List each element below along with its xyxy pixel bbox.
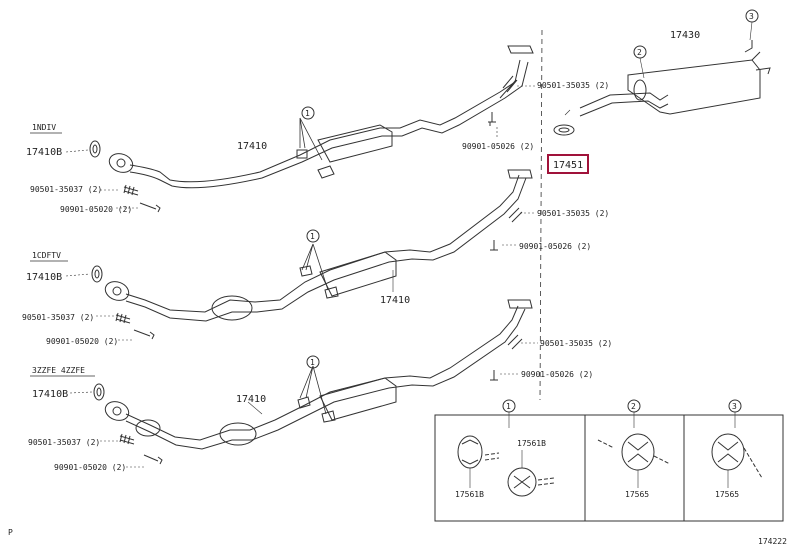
callout-1-mid: 1 <box>310 232 315 241</box>
hanger-17565-b <box>597 433 671 488</box>
hanger-17565-c <box>711 433 763 488</box>
label-top-17410B[interactable]: 17410B <box>26 147 62 158</box>
top-spring <box>123 184 139 196</box>
top-bolt <box>139 202 161 213</box>
mid-bolt <box>133 329 155 340</box>
bot-gasket <box>93 383 105 401</box>
corner-mark: P <box>8 528 13 537</box>
top-gasket <box>89 140 101 158</box>
top-front-pipe <box>108 45 534 189</box>
label-bot-right-90501[interactable]: 90501-35035 (2) <box>540 339 612 348</box>
bot-front-pipe <box>104 299 533 450</box>
label-bot-right-90901[interactable]: 90901-05026 (2) <box>521 370 593 379</box>
bot-bolt <box>143 454 163 465</box>
label-muffler-17430[interactable]: 17430 <box>670 30 700 41</box>
label-top-90501[interactable]: 90501-35037 (2) <box>30 185 102 194</box>
label-hanger-17561B-a[interactable]: 17561B <box>455 490 484 499</box>
label-mid-right-90901[interactable]: 90901-05026 (2) <box>519 242 591 251</box>
callout-1-top: 1 <box>305 109 310 118</box>
callout-1-inset: 1 <box>506 402 511 411</box>
gasket-17451 <box>553 124 575 136</box>
mid-front-pipe <box>104 169 533 322</box>
label-gasket-17451[interactable]: 17451 <box>553 160 583 171</box>
label-mid-90501[interactable]: 90501-35037 (2) <box>22 313 94 322</box>
callout-1-bot: 1 <box>310 358 315 367</box>
bot-spring <box>119 433 135 445</box>
label-top-right-90901[interactable]: 90901-05026 (2) <box>462 142 534 151</box>
rear-muffler <box>579 40 771 117</box>
label-mid-right-90501[interactable]: 90501-35035 (2) <box>537 209 609 218</box>
section-title-3: 3ZZFE 4ZZFE <box>32 366 85 375</box>
hanger-17561B-a <box>457 435 500 488</box>
label-top-right-90501[interactable]: 90501-35035 (2) <box>537 81 609 90</box>
labels: 1NDIV 1CDFTV 3ZZFE 4ZZFE 17410 17410B 90… <box>8 12 787 546</box>
callout-2-inset: 2 <box>631 402 636 411</box>
callout-2-muffler: 2 <box>637 48 642 57</box>
section-title-1: 1NDIV <box>32 123 56 132</box>
highlight-17451[interactable] <box>547 154 589 174</box>
diagram-id: 174222 <box>758 537 787 546</box>
label-bot-90901[interactable]: 90901-05020 (2) <box>54 463 126 472</box>
callout-3-inset: 3 <box>732 402 737 411</box>
label-bot-17410B[interactable]: 17410B <box>32 389 68 400</box>
hanger-17561B-b <box>507 450 555 497</box>
label-bot-90501[interactable]: 90501-35037 (2) <box>28 438 100 447</box>
callout-3-muffler: 3 <box>749 12 754 21</box>
section-title-2: 1CDFTV <box>32 251 61 260</box>
label-mid-17410CB[interactable]: 17410B <box>26 272 62 283</box>
label-hanger-17561B-b[interactable]: 17561B <box>517 439 546 448</box>
label-mid-17410[interactable]: 17410 <box>380 295 410 306</box>
label-top-17410[interactable]: 17410 <box>237 141 267 152</box>
label-mid-90901[interactable]: 90901-05020 (2) <box>46 337 118 346</box>
mid-spring <box>115 312 131 324</box>
label-bot-17410[interactable]: 17410 <box>236 394 266 405</box>
label-hanger-17565-c[interactable]: 17565 <box>715 490 739 499</box>
label-top-90901[interactable]: 90901-05020 (2) <box>60 205 132 214</box>
hanger-inset-box <box>434 414 784 522</box>
mid-gasket <box>91 265 103 283</box>
label-hanger-17565-b[interactable]: 17565 <box>625 490 649 499</box>
